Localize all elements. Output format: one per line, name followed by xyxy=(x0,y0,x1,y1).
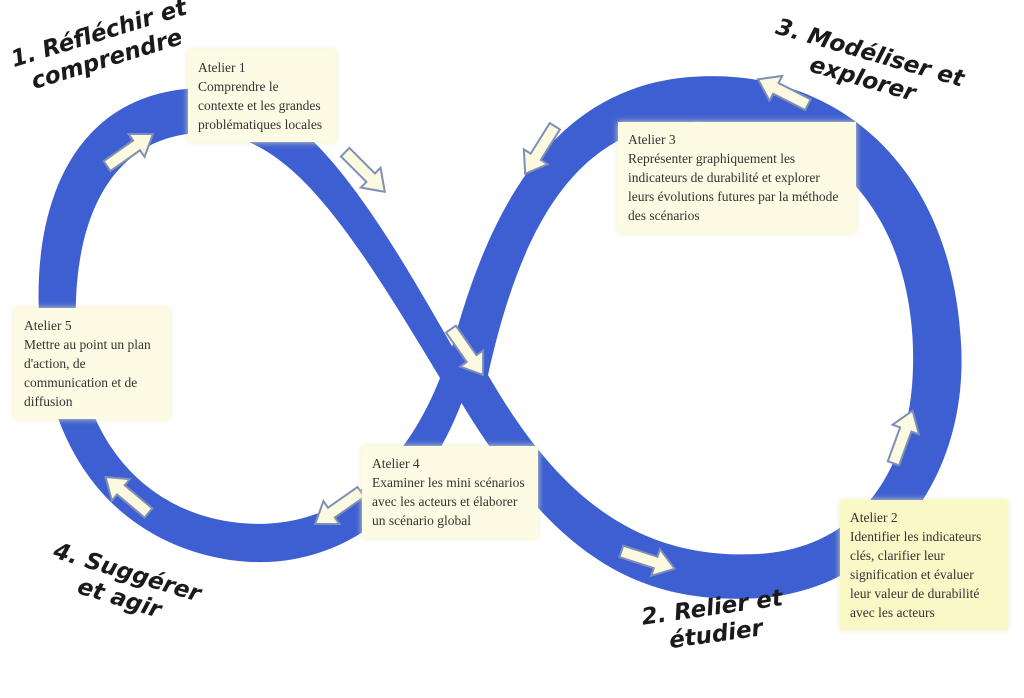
workshop-2-box: Atelier 2 Identifier les indicateurs clé… xyxy=(840,500,1008,630)
flow-arrow-icon xyxy=(339,146,387,194)
workshop-5-text: Mettre au point un plan d'action, de com… xyxy=(24,337,151,409)
workshop-5-title: Atelier 5 xyxy=(24,318,72,333)
workshop-4-title: Atelier 4 xyxy=(372,456,420,471)
flow-arrow-icon xyxy=(104,475,154,520)
workshop-1-text: Comprendre le contexte et les grandes pr… xyxy=(198,79,323,132)
workshop-1-title: Atelier 1 xyxy=(198,60,246,75)
flow-arrow-icon xyxy=(313,485,366,526)
flow-arrow-icon xyxy=(102,132,155,173)
workshop-3-title: Atelier 3 xyxy=(628,132,676,147)
infinity-loop xyxy=(38,76,962,599)
left-loop-band xyxy=(38,87,470,563)
workshop-1-box: Atelier 1 Comprendre le contexte et les … xyxy=(188,50,336,142)
workshop-4-box: Atelier 4 Examiner les mini scénarios av… xyxy=(362,446,538,538)
workshop-3-box: Atelier 3 Représenter graphiquement les … xyxy=(618,122,856,233)
workshop-2-title: Atelier 2 xyxy=(850,510,898,525)
workshop-5-box: Atelier 5 Mettre au point un plan d'acti… xyxy=(14,308,170,419)
workshop-4-text: Examiner les mini scénarios avec les act… xyxy=(372,475,525,528)
flow-arrow-icon xyxy=(618,544,677,578)
workshop-3-text: Représenter graphiquement les indicateur… xyxy=(628,151,839,223)
flow-arrow-icon xyxy=(886,409,921,467)
workshop-2-text: Identifier les indicateurs clés, clarifi… xyxy=(850,529,982,620)
flow-arrow-icon xyxy=(756,74,813,112)
flow-arrow-icon xyxy=(522,121,562,176)
flow-arrow-icon xyxy=(444,324,485,377)
flow-arrows xyxy=(102,74,921,578)
